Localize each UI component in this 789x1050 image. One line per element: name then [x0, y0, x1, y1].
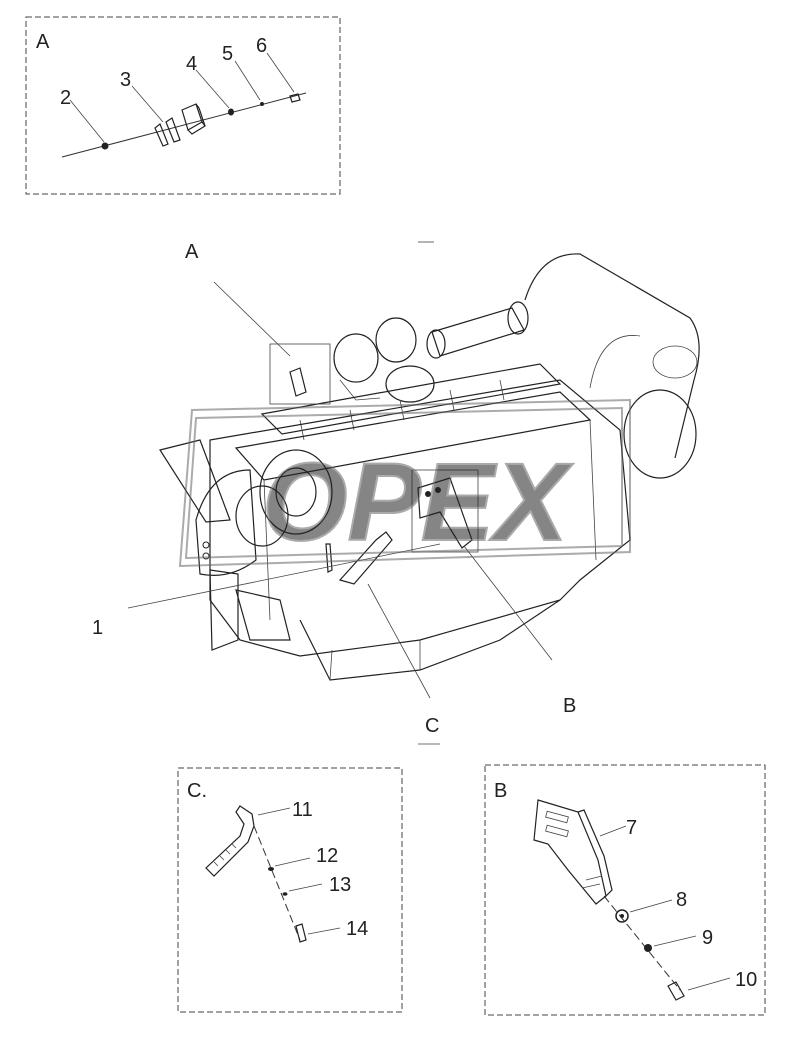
- callout-9: 9: [702, 927, 713, 949]
- part-10-bolt: [667, 981, 685, 1001]
- detail-b-marker: [411, 469, 479, 553]
- part-3-clamp: [154, 117, 181, 147]
- dipstick: [325, 543, 333, 573]
- callout-13: 13: [329, 874, 351, 896]
- watermark-text: OPEX: [262, 441, 573, 564]
- muffler: [524, 253, 700, 479]
- detail-b-title: B: [494, 780, 507, 802]
- detail-a-marker: [269, 343, 331, 405]
- part-13-washer: [282, 892, 288, 896]
- part-5-washer: [260, 102, 264, 106]
- callout-8: 8: [676, 889, 687, 911]
- detail-c-title: C.: [187, 780, 207, 802]
- callout-3: 3: [120, 69, 131, 91]
- detail-c: C. 11 12 13 14: [177, 767, 403, 1013]
- callout-10: 10: [735, 969, 757, 991]
- callout-2: 2: [60, 87, 71, 109]
- callout-12: 12: [316, 845, 338, 867]
- part-4-washer: [228, 108, 234, 116]
- detail-a-axis: [61, 92, 307, 158]
- callout-7: 7: [626, 817, 637, 839]
- detail-b-frame: [484, 764, 766, 1016]
- part-7-bracket: [533, 799, 613, 905]
- callout-6: 6: [256, 35, 267, 57]
- marker-a-clamp: [289, 367, 307, 397]
- callout-b: B: [563, 695, 576, 717]
- detail-c-frame: [177, 767, 403, 1013]
- callout-4: 4: [186, 53, 197, 75]
- marker-c-bracket: [338, 531, 393, 585]
- front-pulley: [195, 449, 333, 576]
- part-2-nut: [101, 142, 109, 150]
- part-11-bracket: [205, 805, 255, 877]
- exhaust-manifold: [260, 363, 562, 441]
- engine-assembly: A 1 B C: [92, 241, 700, 745]
- part-8-nut: [615, 909, 629, 923]
- callout-1: 1: [92, 617, 103, 639]
- part-12-washer: [268, 867, 274, 871]
- detail-b: B 7 8 9 10: [484, 764, 766, 1016]
- detail-a-frame: [25, 16, 341, 195]
- detail-a: A 2 3 4 5 6: [25, 16, 341, 195]
- part-14-bolt: [295, 923, 307, 943]
- part-bracket: [181, 103, 206, 135]
- callout-5: 5: [222, 43, 233, 65]
- marker-b-bracket: [417, 477, 473, 549]
- callout-c: C: [425, 715, 439, 737]
- callout-a: A: [185, 241, 199, 263]
- part-6-bolt: [289, 93, 301, 103]
- turbocharger: [333, 317, 435, 403]
- watermark-logo: OPEX: [178, 398, 631, 568]
- callout-14: 14: [346, 918, 368, 940]
- engine-block: [209, 379, 631, 681]
- exhaust-pipe: [426, 301, 529, 359]
- callout-11: 11: [292, 799, 313, 821]
- detail-a-title: A: [36, 31, 50, 53]
- part-9-washer: [644, 944, 652, 952]
